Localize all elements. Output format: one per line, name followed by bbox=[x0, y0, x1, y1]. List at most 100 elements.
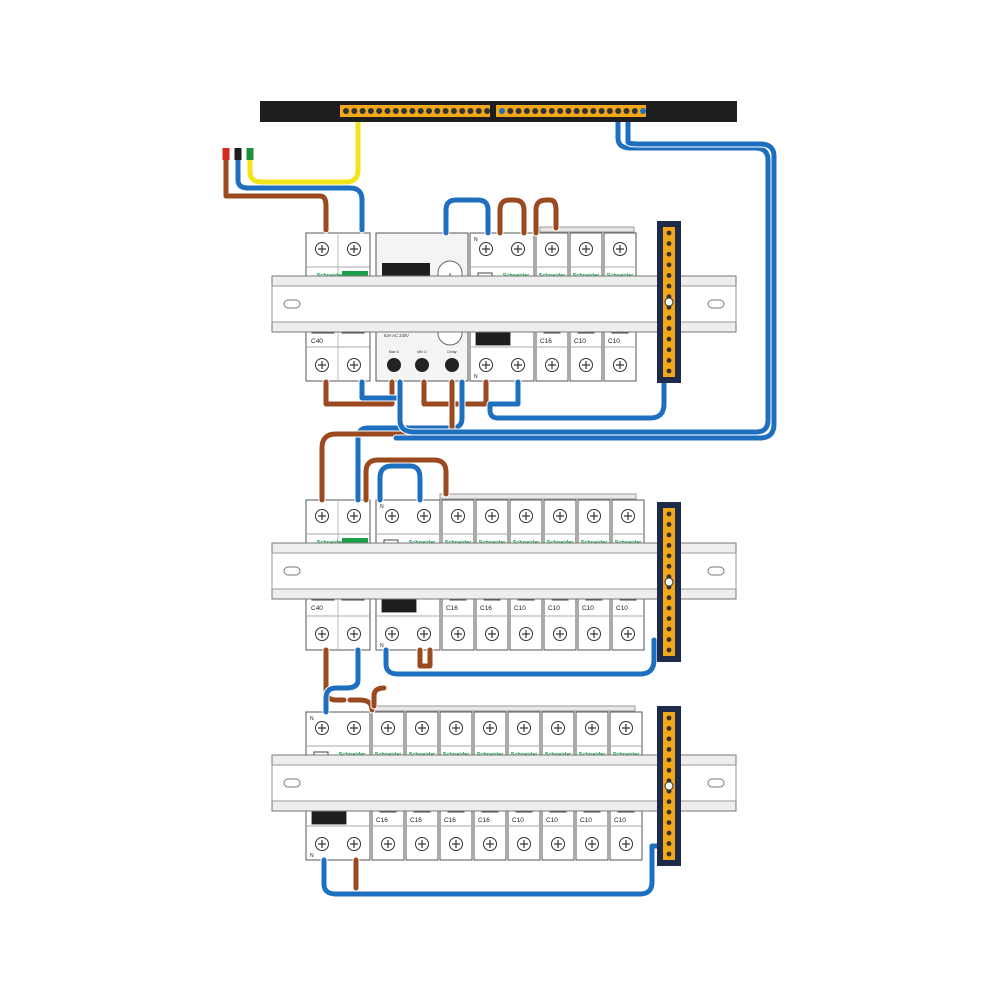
rating-label: C10 bbox=[616, 605, 628, 612]
screw-terminal-icon bbox=[483, 837, 497, 851]
rating-label: C40 bbox=[311, 605, 323, 612]
busbar-hole-icon bbox=[582, 108, 588, 114]
screw-terminal-icon bbox=[621, 627, 635, 641]
screw-terminal-icon bbox=[315, 627, 329, 641]
terminal-hole-icon bbox=[666, 715, 672, 721]
neutral-input-wire-outline bbox=[234, 149, 366, 234]
din-rail-slot bbox=[707, 778, 725, 788]
screw-terminal-icon bbox=[415, 721, 429, 735]
rcd2-neutral-out bbox=[383, 637, 657, 677]
screw-terminal-icon bbox=[519, 627, 533, 641]
rating-label: C10 bbox=[574, 338, 586, 345]
rcd2-neutral-jumper bbox=[377, 463, 423, 503]
terminal-hole-icon bbox=[666, 767, 672, 773]
terminal-hole-icon bbox=[666, 326, 672, 331]
wires-layer bbox=[222, 118, 778, 898]
terminal-hole-icon bbox=[666, 626, 672, 632]
busbar-hole-icon bbox=[359, 108, 366, 114]
screw-terminal-icon bbox=[479, 358, 493, 372]
busbar-hole-icon bbox=[401, 108, 408, 114]
row3-comb-feed bbox=[371, 685, 387, 709]
busbar-hole-icon bbox=[540, 108, 547, 114]
neutral-terminal-bar bbox=[657, 706, 681, 866]
screw-terminal-icon bbox=[381, 721, 395, 735]
rcd1-neutral-out bbox=[487, 379, 667, 421]
busbar-hole-icon bbox=[459, 108, 466, 114]
terminal-hole-icon bbox=[666, 368, 672, 374]
screw-terminal-icon bbox=[587, 509, 601, 523]
terminal-hole-icon bbox=[666, 542, 672, 548]
knob-label: Max U bbox=[389, 350, 400, 354]
terminal-hole-icon bbox=[666, 841, 672, 846]
terminal-hole-icon bbox=[666, 830, 672, 836]
rating-label: C10 bbox=[514, 605, 526, 612]
rcd1-neutral-in-outline bbox=[442, 196, 492, 237]
screw-terminal-icon bbox=[315, 242, 329, 256]
screw-terminal-icon bbox=[545, 358, 559, 372]
row2-phase-feed bbox=[319, 379, 455, 503]
busbar-hole-icon bbox=[548, 108, 555, 114]
screw-terminal-icon bbox=[613, 242, 627, 256]
rating-label: C40 bbox=[311, 338, 323, 345]
screw-terminal-icon bbox=[417, 509, 431, 523]
busbar-hole-icon bbox=[376, 108, 383, 114]
busbar-hole-icon bbox=[442, 108, 449, 114]
screw-terminal-icon bbox=[585, 837, 599, 851]
rating-label: C16 bbox=[410, 817, 422, 824]
rating-label: C10 bbox=[546, 817, 558, 824]
screw-terminal-icon bbox=[511, 358, 525, 372]
screw-terminal-icon bbox=[347, 509, 361, 523]
screw-terminal-icon bbox=[415, 837, 429, 851]
neutral-terminal-bar bbox=[657, 502, 681, 662]
rcd2-phase-out bbox=[417, 647, 433, 669]
screw-terminal-icon bbox=[347, 358, 361, 372]
mount-hole-icon bbox=[664, 781, 674, 791]
screw-terminal-icon bbox=[579, 358, 593, 372]
terminal-hole-icon bbox=[666, 809, 672, 815]
screw-terminal-icon bbox=[479, 242, 493, 256]
knob-label: Min U bbox=[417, 350, 427, 354]
din-rail-slot bbox=[283, 299, 301, 309]
screw-terminal-icon bbox=[451, 627, 465, 641]
terminal-hole-icon bbox=[666, 799, 672, 805]
screw-terminal-icon bbox=[449, 721, 463, 735]
screw-terminal-icon bbox=[347, 242, 361, 256]
relay-rating: 63A AC 230V bbox=[384, 333, 409, 338]
neutral-marker: N bbox=[474, 237, 478, 243]
main-neutral-return-2 bbox=[393, 119, 777, 441]
screw-terminal-icon bbox=[483, 721, 497, 735]
busbar-hole-icon bbox=[351, 108, 358, 114]
busbar-hole-icon bbox=[557, 108, 564, 114]
cable-ferrule bbox=[234, 148, 242, 160]
terminal-hole-icon bbox=[666, 851, 672, 857]
busbar-hole-icon bbox=[523, 108, 530, 114]
comb-busbar bbox=[372, 705, 636, 712]
busbar-hole-icon bbox=[573, 108, 580, 114]
screw-terminal-icon bbox=[347, 627, 361, 641]
screw-terminal-icon bbox=[587, 627, 601, 641]
knob-label: Delay bbox=[447, 350, 456, 354]
busbar-hole-icon bbox=[565, 108, 572, 114]
terminal-hole-icon bbox=[666, 563, 672, 569]
rating-label: C16 bbox=[446, 605, 458, 612]
screw-terminal-icon bbox=[517, 721, 531, 735]
relay-feed-neutral bbox=[359, 379, 401, 401]
screw-terminal-icon bbox=[315, 358, 329, 372]
screw-terminal-icon bbox=[385, 509, 399, 523]
screw-terminal-icon bbox=[315, 721, 329, 735]
rcd1-neutral-in bbox=[443, 197, 491, 236]
row3-neutral-feed bbox=[323, 647, 361, 715]
screw-terminal-icon bbox=[551, 721, 565, 735]
comb-busbar bbox=[439, 493, 637, 500]
terminal-hole-icon bbox=[666, 757, 672, 763]
earth-input-wire bbox=[247, 119, 361, 185]
terminal-hole-icon bbox=[666, 746, 672, 752]
neutral-marker: N bbox=[380, 504, 384, 510]
neutral-input-wire bbox=[235, 150, 365, 233]
busbar-hole-icon bbox=[631, 108, 638, 114]
rating-label: C10 bbox=[614, 817, 626, 824]
rating-label: C10 bbox=[608, 338, 620, 345]
busbar-hole-icon bbox=[598, 108, 605, 114]
busbar-hole-icon bbox=[623, 108, 630, 114]
